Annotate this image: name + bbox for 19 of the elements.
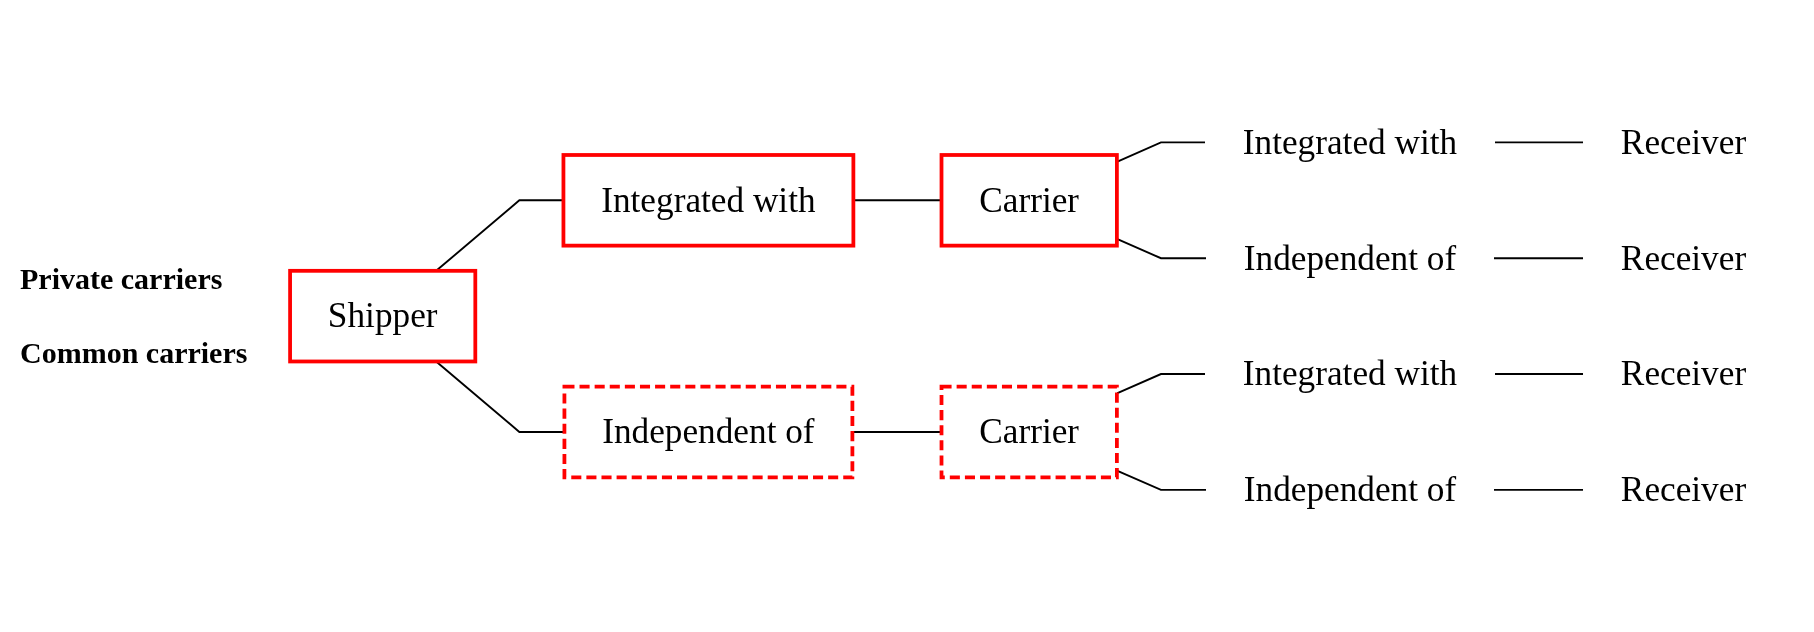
node-text: Independent of <box>1243 237 1457 277</box>
node-box: Shipper <box>288 268 478 364</box>
connector <box>1494 372 1585 375</box>
node-box: Carrier <box>939 384 1119 480</box>
node-box: Carrier <box>939 152 1119 248</box>
group-label: Private carriers <box>20 262 224 296</box>
node-text: Receiver <box>1620 237 1747 277</box>
node-text: Receiver <box>1620 122 1747 162</box>
node-text: Integrated with <box>1242 353 1458 393</box>
connector <box>1493 257 1585 260</box>
node-text: Integrated with <box>1242 122 1458 162</box>
node-text: Receiver <box>1620 469 1747 509</box>
node-text: Receiver <box>1620 353 1747 393</box>
connector <box>1494 141 1585 144</box>
node-text: Independent of <box>1243 469 1457 509</box>
connector <box>1493 488 1585 491</box>
node-box: Integrated with <box>561 152 856 248</box>
node-box: Independent of <box>562 384 855 480</box>
group-label: Common carriers <box>20 336 249 370</box>
